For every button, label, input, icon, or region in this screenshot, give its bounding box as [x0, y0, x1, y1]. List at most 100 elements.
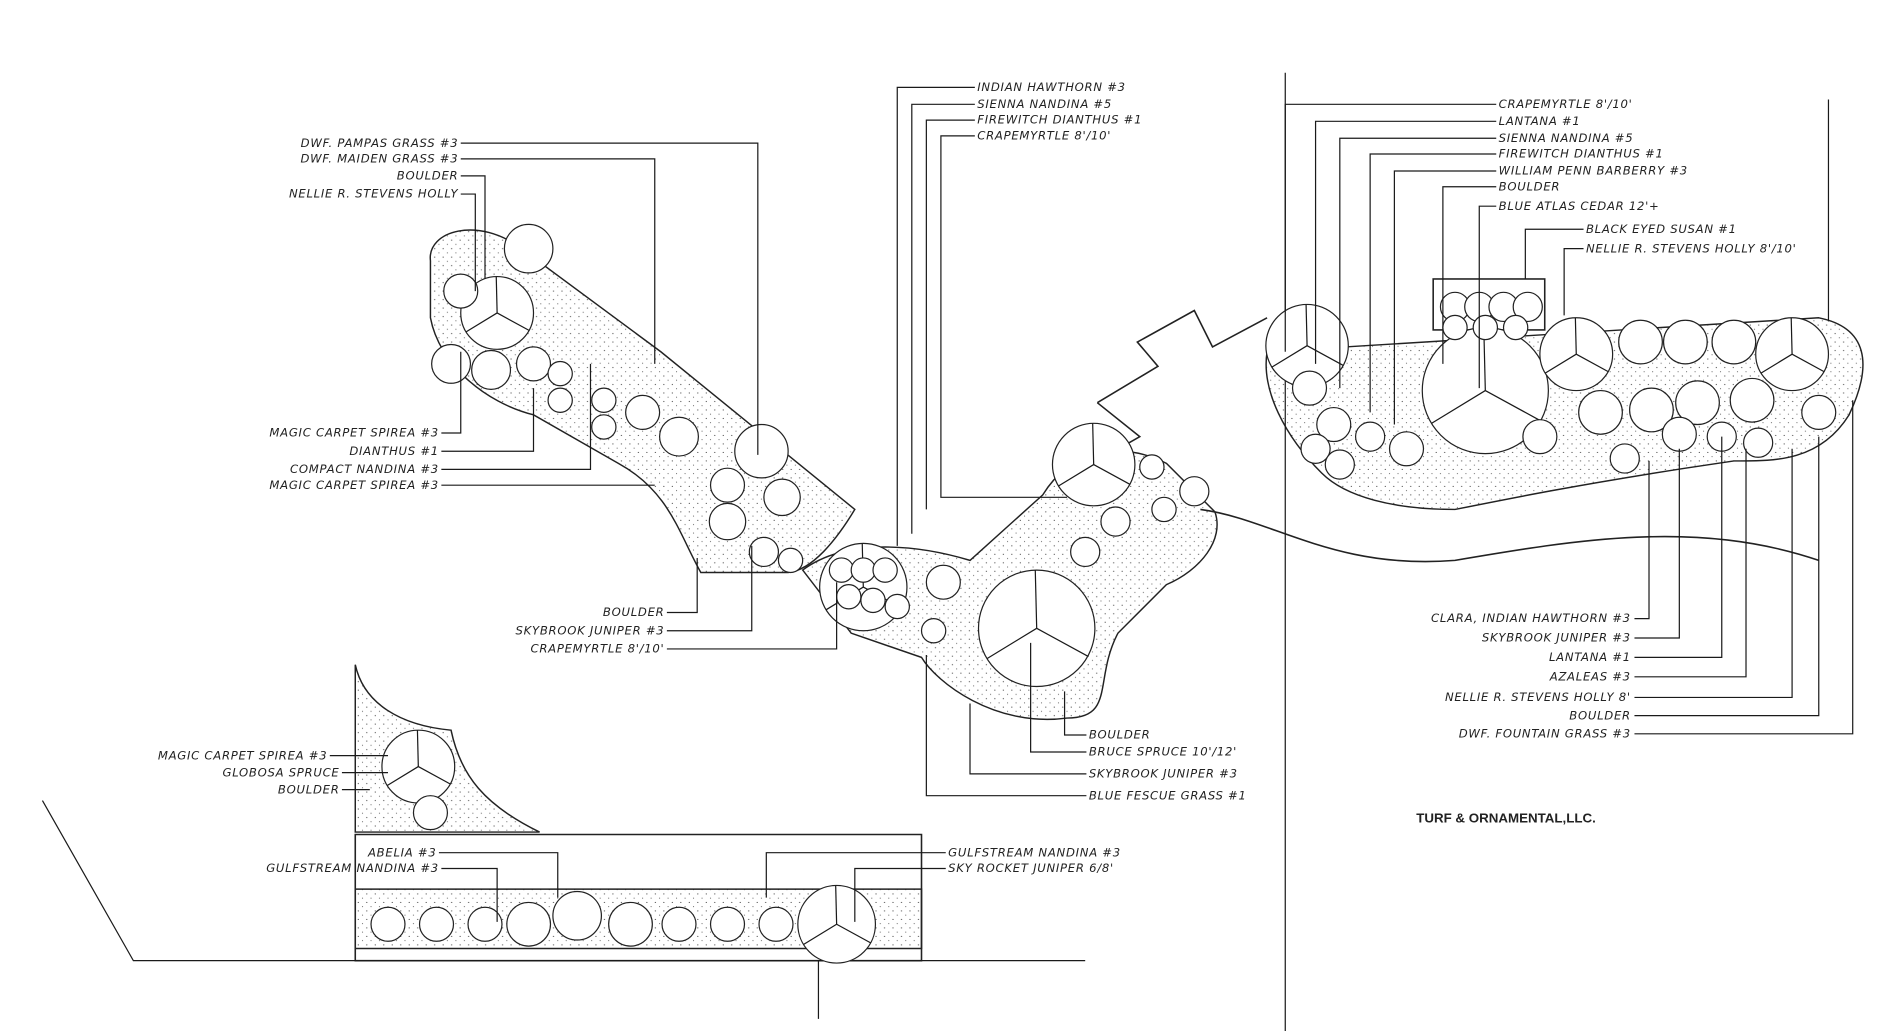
tree-branch-mark: [1790, 317, 1793, 355]
tree-branch-mark: [1092, 423, 1095, 465]
tree-branch-mark: [1306, 345, 1344, 366]
plant-symbol: [552, 890, 603, 941]
plant-labels: DWF. PAMPAS GRASS #3 DWF. MAIDEN GRASS #…: [158, 80, 1796, 875]
plant-symbol: [1300, 433, 1331, 464]
plant-symbol: [412, 795, 449, 831]
company-name: TURF & ORNAMENTAL,LLC.: [1416, 810, 1596, 825]
tree-branch-mark: [1791, 353, 1825, 373]
lawn-edge-curve: [1200, 508, 1820, 563]
label: MAGIC CARPET SPIREA #3: [269, 478, 439, 492]
tree-branch-mark: [1574, 317, 1577, 355]
tree-branch-mark: [1036, 627, 1089, 657]
tree-branch-mark: [1305, 304, 1308, 346]
label: ABELIA #3: [367, 845, 437, 859]
plant-symbol: [1100, 506, 1131, 537]
plant-symbol: [1729, 377, 1775, 423]
label: BOULDER: [1499, 179, 1561, 193]
plant-symbol: [758, 906, 794, 942]
label: BLUE FESCUE GRASS #1: [1089, 788, 1247, 802]
label: WILLIAM PENN BARBERRY #3: [1499, 164, 1688, 178]
plant-symbol: [828, 557, 855, 583]
tree-branch-mark: [1093, 464, 1131, 485]
label: CRAPEMYRTLE 8'/10': [1499, 97, 1633, 111]
label: MAGIC CARPET SPIREA #3: [269, 426, 439, 440]
plant-symbol: [1711, 319, 1757, 365]
tree-branch-mark: [1544, 353, 1577, 374]
plant-symbol: [1291, 370, 1328, 406]
tree-branch-mark: [1575, 353, 1609, 373]
plant-symbol: [1662, 319, 1708, 365]
tree-branch-mark: [465, 312, 498, 333]
plant-symbol: [1801, 394, 1837, 430]
label: COMPACT NANDINA #3: [290, 462, 439, 476]
planting-beds: [41, 72, 1864, 1031]
plant-symbol: [734, 423, 789, 479]
tree-branch-mark: [1431, 390, 1486, 424]
plant-symbol: [1661, 416, 1697, 452]
label: INDIAN HAWTHORN #3: [977, 80, 1126, 94]
label: LANTANA #1: [1499, 114, 1581, 128]
plant-symbol: [925, 564, 961, 600]
label: GLOBOSA SPRUCE: [222, 765, 339, 779]
plant-symbol: [431, 343, 472, 384]
plant-symbol: [1070, 536, 1101, 568]
label: BOULDER: [1089, 728, 1151, 742]
label: SKY ROCKET JUNIPER 6/8': [948, 861, 1114, 875]
plant-symbol: [506, 901, 552, 947]
label: LANTANA #1: [1549, 650, 1631, 664]
label: BOULDER: [397, 169, 459, 183]
label: BRUCE SPRUCE 10'/12': [1089, 745, 1237, 759]
label: MAGIC CARPET SPIREA #3: [158, 748, 328, 762]
label: CLARA, INDIAN HAWTHORN #3: [1431, 611, 1631, 625]
label: SKYBROOK JUNIPER #3: [516, 623, 665, 637]
plant-symbol: [547, 360, 573, 387]
plant-symbol: [872, 557, 898, 583]
plant-symbol: [370, 906, 406, 942]
label: SKYBROOK JUNIPER #3: [1089, 766, 1238, 780]
plant-symbol: [1742, 427, 1774, 458]
plant-symbol: [709, 906, 746, 942]
tree-branch-mark: [1034, 570, 1038, 629]
label: BOULDER: [1569, 708, 1631, 722]
label: CRAPEMYRTLE 8'/10': [531, 642, 665, 656]
plant-symbol: [515, 346, 552, 382]
plant-symbol: [1609, 443, 1640, 474]
plant-symbol: [1324, 449, 1355, 480]
label: AZALEAS #3: [1549, 669, 1631, 683]
plant-symbol: [467, 906, 503, 942]
tree-branch-mark: [836, 923, 871, 944]
plant-symbol: [850, 557, 877, 583]
label: BLACK EYED SUSAN #1: [1586, 222, 1737, 236]
leader-lines: [329, 86, 1854, 922]
plant-symbol: [625, 394, 661, 430]
tree-branch-mark: [803, 923, 837, 945]
plant-symbol: [1139, 454, 1165, 480]
label: GULFSTREAM NANDINA #3: [948, 845, 1121, 859]
label: BLUE ATLAS CEDAR 12'+: [1499, 199, 1660, 213]
tree-branch-mark: [1058, 464, 1094, 487]
label: GULFSTREAM NANDINA #3: [266, 861, 439, 875]
plant-symbol: [748, 536, 780, 568]
plant-symbol: [1151, 496, 1177, 523]
label: FIREWITCH DIANTHUS #1: [1499, 147, 1664, 161]
plant-symbol: [547, 387, 573, 414]
tree-branch-mark: [416, 730, 419, 767]
plant-symbol: [1316, 406, 1352, 443]
plant-symbol: [1578, 389, 1623, 435]
label: NELLIE R. STEVENS HOLLY 8': [1445, 690, 1631, 704]
plant-symbol: [1442, 314, 1468, 341]
plant-symbol: [708, 502, 747, 541]
plant-symbols: [370, 223, 1837, 964]
tree-branch-mark: [1485, 390, 1541, 422]
tree-branch-mark: [496, 312, 530, 331]
plant-symbol: [1522, 419, 1558, 455]
plant-symbol: [503, 223, 554, 274]
plant-symbol: [1472, 314, 1499, 341]
label: SKYBROOK JUNIPER #3: [1482, 631, 1631, 645]
plant-symbol: [1388, 431, 1425, 467]
plant-symbol: [920, 617, 947, 644]
tree-branch-mark: [418, 766, 451, 785]
plant-symbol: [443, 273, 479, 309]
plant-symbol: [1512, 291, 1543, 323]
